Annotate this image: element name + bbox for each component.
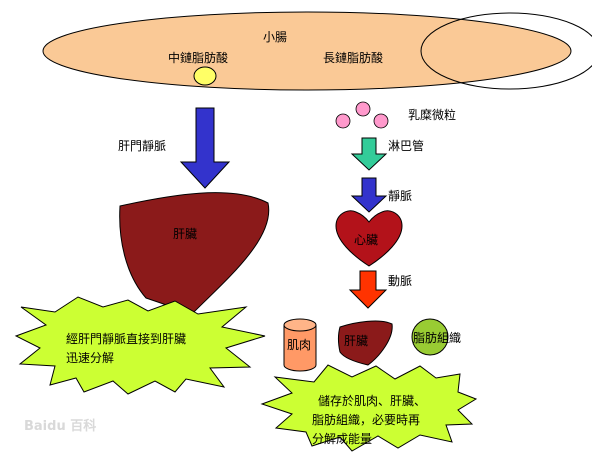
watermark: Baidu 百科 bbox=[24, 418, 96, 434]
artery-arrow bbox=[348, 270, 388, 309]
artery-label: 動脈 bbox=[388, 274, 412, 288]
portal-vein-arrow bbox=[179, 107, 231, 189]
right-burst-shape bbox=[260, 364, 478, 452]
left-burst-shape bbox=[14, 296, 266, 395]
left-burst-line1: 經肝門靜脈直接到肝臟 bbox=[66, 331, 186, 346]
liver-shape bbox=[119, 192, 270, 319]
vein-label: 靜脈 bbox=[388, 189, 412, 203]
muscle-shape bbox=[283, 324, 317, 372]
chylomicron-label: 乳糜微粒 bbox=[408, 107, 456, 122]
intestine-end-loop bbox=[420, 12, 592, 90]
vein-arrow bbox=[350, 177, 388, 213]
adipose-shape bbox=[411, 318, 449, 356]
lymph-label: 淋巴管 bbox=[388, 138, 424, 153]
liver-small-label: 肝臟 bbox=[344, 334, 368, 348]
mcfa-dot bbox=[193, 66, 217, 86]
right-burst-line3: 分解成能量 bbox=[312, 432, 372, 446]
right-burst-line1: 儲存於肌肉、肝臟、 bbox=[318, 393, 426, 408]
liver-label: 肝臟 bbox=[173, 227, 197, 241]
right-burst-line2: 脂肪組織，必要時再 bbox=[312, 412, 420, 427]
mcfa-label: 中鏈脂肪酸 bbox=[168, 50, 228, 65]
small-intestine-label: 小腸 bbox=[263, 30, 287, 44]
heart-label: 心臟 bbox=[354, 233, 378, 247]
left-burst-line2: 迅速分解 bbox=[66, 351, 114, 365]
portal-vein-label: 肝門靜脈 bbox=[118, 139, 166, 153]
chylomicron-dot bbox=[355, 101, 371, 117]
lcfa-label: 長鏈脂肪酸 bbox=[323, 50, 383, 65]
liver-small-shape bbox=[338, 320, 393, 366]
muscle-top bbox=[283, 318, 317, 332]
muscle-label: 肌肉 bbox=[287, 338, 311, 352]
chylomicron-dot bbox=[335, 113, 351, 129]
small-intestine-shape bbox=[42, 11, 572, 91]
lymph-arrow bbox=[350, 137, 388, 171]
heart-shape bbox=[335, 210, 403, 267]
adipose-label: 脂肪組織 bbox=[413, 330, 461, 345]
chylomicron-dot bbox=[373, 113, 389, 129]
